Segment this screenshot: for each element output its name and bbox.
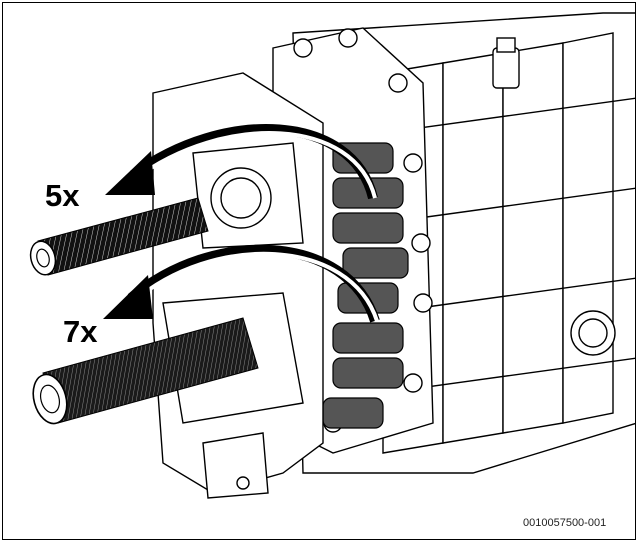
heat-exchanger-illustration [29, 12, 635, 499]
burner-door [152, 72, 324, 499]
lower-count-label: 7x [63, 314, 98, 349]
document-code: 0010057500-001 [523, 517, 607, 529]
curved-arrow-icon [103, 244, 380, 323]
upper-count-label: 5x [45, 178, 80, 213]
curved-arrow-icon [105, 124, 378, 200]
turbulator-rod-upper [29, 197, 209, 276]
diagram-frame: 5x 7x 0010057500-001 [2, 2, 636, 540]
turbulator-rod-lower [32, 317, 259, 425]
